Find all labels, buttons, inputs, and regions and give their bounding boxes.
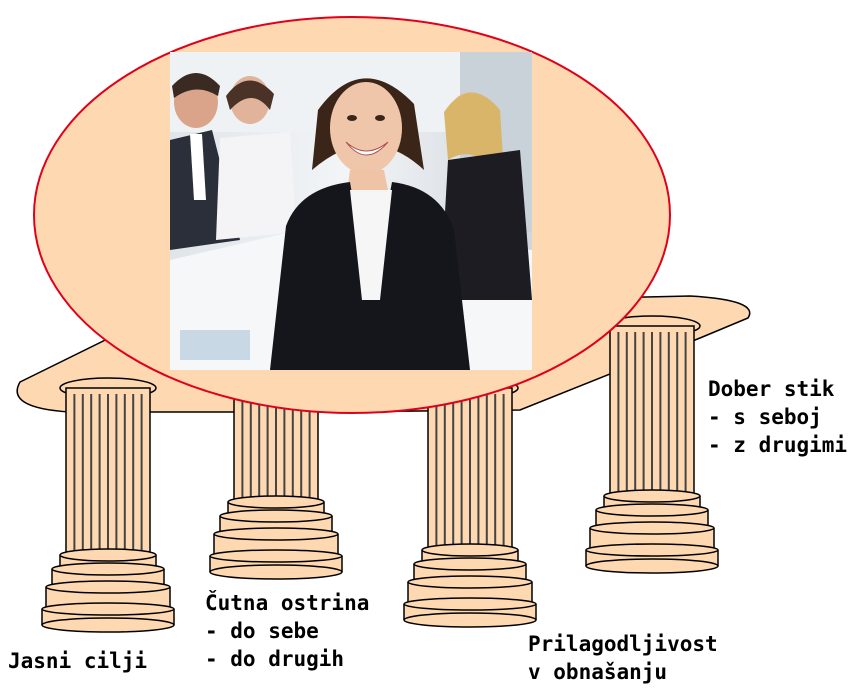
pillar-label-4: Dober stik - s seboj - z drugimi [708,375,847,459]
pillar-label-line: v obnašanju [528,660,668,684]
pillar-3 [403,377,537,628]
pillar-label-line: Dober stik [708,377,835,401]
pillar-label-line: Prilagodljivost [528,632,718,656]
pillar-label-line: - do drugih [205,647,345,671]
team-photo [170,52,532,370]
pillar-label-line: Jasni cilji [8,649,148,673]
pillar-4 [585,315,719,574]
pillar-label-line: - do sebe [205,619,319,643]
pillars-group [41,315,719,633]
pillar-label-line: - z drugimi [708,433,848,457]
pillar-label-2: Čutna ostrina - do sebe - do drugih [205,589,369,673]
pillar-label-line: Čutna ostrina [205,591,370,615]
pillar-1 [41,377,175,633]
pillar-label-3: Prilagodljivost v obnašanju [528,630,718,686]
pillar-label-line: - s seboj [708,405,822,429]
pillar-label-1: Jasni cilji [8,647,147,675]
